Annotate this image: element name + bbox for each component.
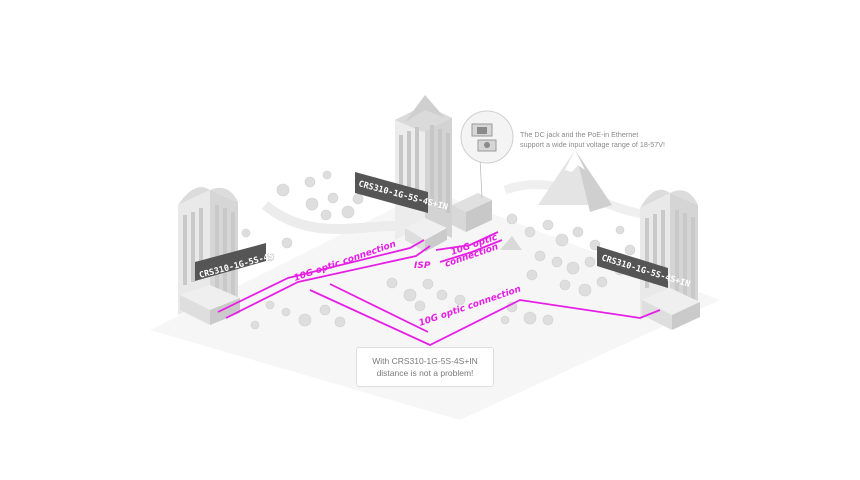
trees: [241, 170, 636, 330]
port-zoom-callout: [460, 110, 514, 199]
caption-line-2: distance is not a problem!: [376, 368, 474, 378]
note-line-1: The DC jack and the PoE-in Ethernet: [520, 130, 638, 139]
right-building: [640, 189, 700, 330]
ground-plane: [150, 190, 720, 420]
optic-links: [217, 231, 661, 346]
note-line-2: support a wide input voltage range of 18…: [520, 140, 665, 149]
caption-line-1: With CRS310-1G-5S-4S+IN: [372, 356, 478, 366]
caption-box: With CRS310-1G-5S-4S+IN distance is not …: [356, 347, 494, 387]
isp-label: ISP: [414, 261, 431, 271]
left-building: [178, 187, 240, 325]
pyramid: [500, 236, 522, 250]
mountain: [538, 150, 612, 212]
